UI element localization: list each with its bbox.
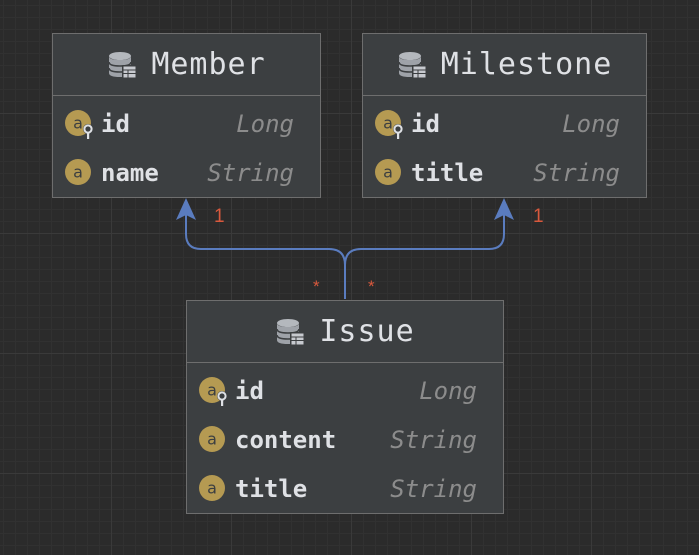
field-row-title[interactable]: a title String <box>187 464 503 513</box>
multiplicity-issue-milestone-many: * <box>368 277 375 296</box>
svg-text:a: a <box>73 163 83 182</box>
field-row-content[interactable]: a content String <box>187 415 503 464</box>
entity-title: Milestone <box>440 47 613 82</box>
entity-header: Issue <box>187 301 503 363</box>
svg-text:a: a <box>207 479 217 498</box>
field-name: id <box>101 109 130 138</box>
entity-header: Member <box>53 34 320 96</box>
entity-title: Issue <box>319 314 415 349</box>
multiplicity-issue-member-many: * <box>313 277 320 296</box>
svg-text:a: a <box>207 430 217 449</box>
field-name: title <box>411 158 484 187</box>
attribute-icon: a <box>199 426 225 452</box>
arrowhead-member <box>176 198 196 220</box>
field-list: a id Long a title String <box>363 96 646 197</box>
database-table-icon <box>108 51 138 79</box>
field-row-id[interactable]: a id Long <box>187 366 503 415</box>
attribute-icon: a <box>375 159 401 185</box>
field-name: name <box>101 158 159 187</box>
multiplicity-member-one: 1 <box>214 206 225 227</box>
svg-text:a: a <box>383 163 393 182</box>
field-row-title[interactable]: a title String <box>363 148 646 197</box>
attribute-icon: a <box>65 159 91 185</box>
relation-issue-member-line[interactable] <box>185 206 346 299</box>
key-attribute-icon: a <box>199 377 227 406</box>
field-name: id <box>411 109 440 138</box>
database-table-icon <box>276 318 306 346</box>
field-name: content <box>235 425 337 454</box>
svg-text:a: a <box>207 381 217 400</box>
database-table-icon <box>397 51 427 79</box>
field-type: Long <box>236 109 294 138</box>
entity-title: Member <box>151 47 266 82</box>
field-type: String <box>390 425 477 454</box>
field-type: String <box>390 474 477 503</box>
field-name: title <box>235 474 308 503</box>
entity-member[interactable]: Member a id Long a name String <box>52 33 321 198</box>
field-type: String <box>207 158 294 187</box>
field-row-id[interactable]: a id Long <box>53 99 320 148</box>
arrowhead-milestone <box>494 198 514 220</box>
svg-text:a: a <box>73 114 83 133</box>
relation-issue-milestone-line[interactable] <box>344 206 505 299</box>
entity-issue[interactable]: Issue a id Long a content String <box>186 300 504 514</box>
field-list: a id Long a name String <box>53 96 320 197</box>
field-row-name[interactable]: a name String <box>53 148 320 197</box>
field-type: Long <box>419 376 477 405</box>
svg-text:a: a <box>383 114 393 133</box>
multiplicity-milestone-one: 1 <box>533 206 544 227</box>
entity-header: Milestone <box>363 34 646 96</box>
field-type: String <box>533 158 620 187</box>
field-row-id[interactable]: a id Long <box>363 99 646 148</box>
field-name: id <box>235 376 264 405</box>
attribute-icon: a <box>199 475 225 501</box>
field-type: Long <box>562 109 620 138</box>
key-attribute-icon: a <box>375 110 403 139</box>
field-list: a id Long a content String a title Strin… <box>187 363 503 513</box>
key-attribute-icon: a <box>65 110 93 139</box>
entity-milestone[interactable]: Milestone a id Long a title String <box>362 33 647 198</box>
